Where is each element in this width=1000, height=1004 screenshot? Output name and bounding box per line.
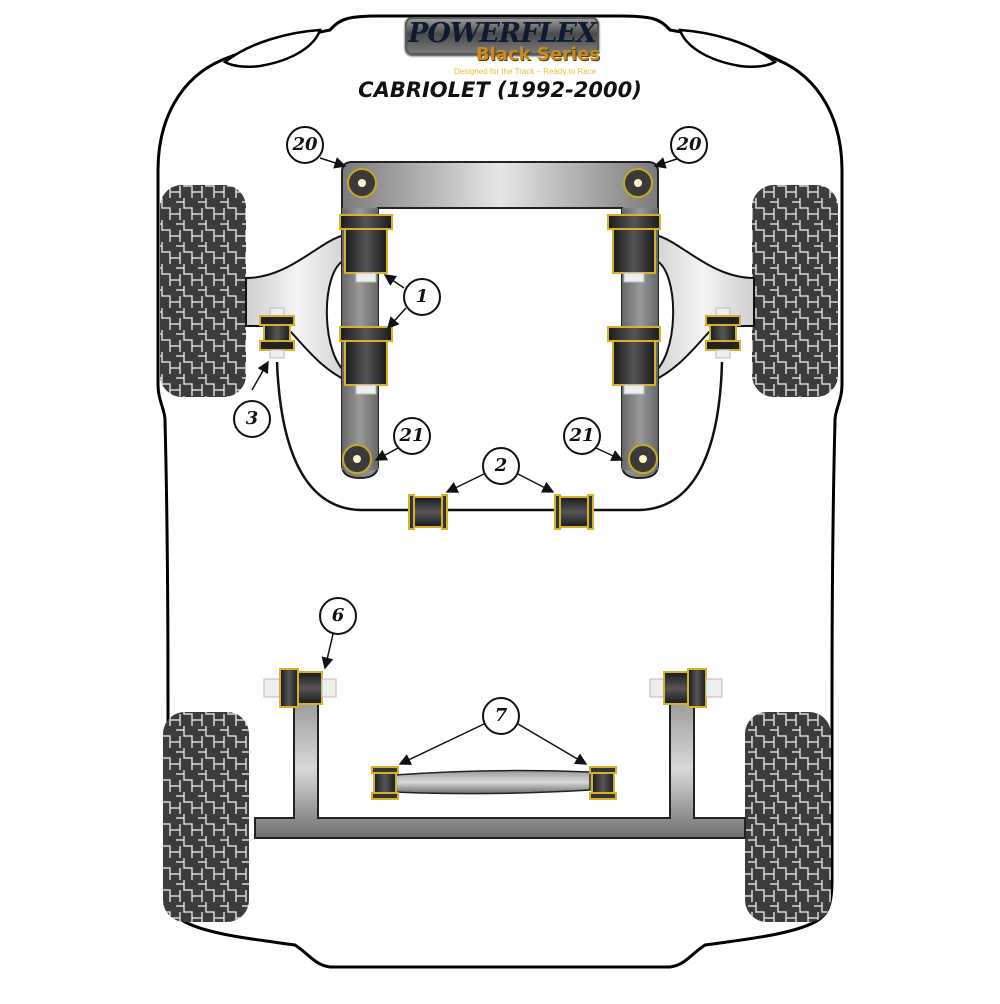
tie-bar-bushes [371, 766, 617, 800]
anti-roll-bar [275, 361, 724, 512]
callout-20-left: 20 [286, 126, 324, 164]
left-headlight [222, 28, 322, 69]
front-right-tire [752, 185, 838, 397]
powerflex-logo-badge [405, 17, 599, 55]
rear-beam-bushes [263, 668, 723, 708]
right-wishbone [649, 233, 755, 384]
callout-7: 7 [482, 697, 520, 735]
front-left-tire [160, 185, 246, 397]
rear-beam [254, 699, 746, 839]
callout-21-right: 21 [563, 417, 601, 455]
callout-6: 6 [319, 597, 357, 635]
drop-link-bushes [259, 307, 741, 359]
model-title: CABRIOLET (1992-2000) [358, 78, 642, 102]
callout-20-right: 20 [670, 126, 708, 164]
left-wishbone [245, 233, 351, 384]
callout-3: 3 [233, 400, 271, 438]
anti-roll-bar-bushes [408, 494, 594, 530]
callout-arrows [251, 157, 681, 765]
brand-name: Powerflex [408, 18, 597, 49]
rear-left-tire [163, 712, 249, 922]
rear-right-tire [745, 712, 831, 922]
callout-1: 1 [403, 278, 441, 316]
callout-21-left: 21 [393, 417, 431, 455]
brand-series: Black Series [475, 44, 600, 65]
callout-2: 2 [482, 447, 520, 485]
wishbone-bushes [339, 214, 661, 395]
brand-tagline: Designed for the Track – Ready to Race [453, 67, 597, 76]
rear-tie-bar [394, 769, 591, 795]
subframe-mount-bushes [342, 168, 658, 474]
right-headlight [678, 28, 778, 69]
